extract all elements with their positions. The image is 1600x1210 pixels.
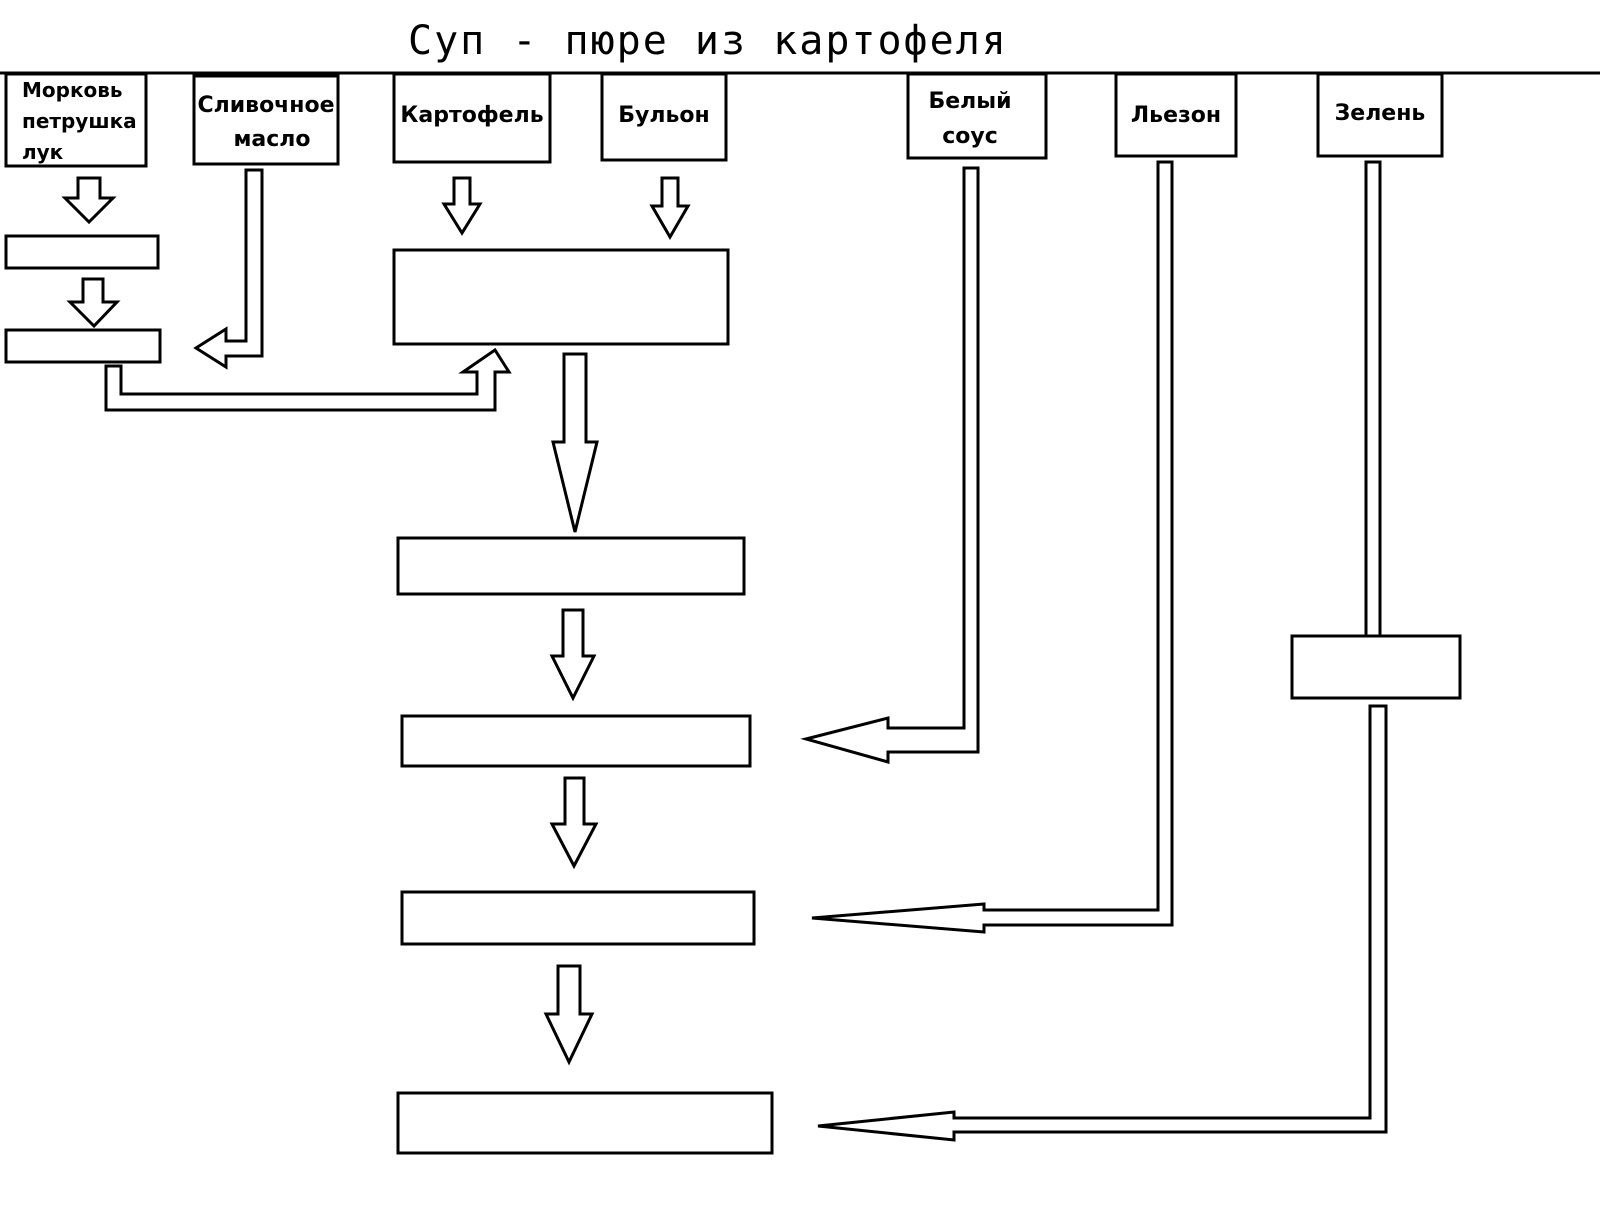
ingredient-box-potato — [392, 72, 552, 164]
ingredient-box-white-sauce — [906, 72, 1048, 160]
arrow-broth-down — [649, 176, 691, 240]
ingredient-label-broth: Бульон — [618, 103, 709, 128]
ingredient-label-butter-1: Сливочное — [197, 93, 334, 118]
ingredient-label-vegetables-2: петрушка — [22, 109, 137, 133]
ingredient-label-greens: Зелень — [1335, 101, 1426, 126]
arrow-butter-to-vegetables — [193, 168, 264, 370]
ingredient-label-vegetables-3: лук — [22, 140, 64, 164]
step-box-greens — [1290, 634, 1462, 700]
step-box-6 — [396, 1091, 774, 1155]
arrow-white-sauce — [800, 166, 980, 764]
ingredient-label-vegetables-1: Морковь — [22, 78, 123, 102]
arrow-liaison — [811, 160, 1174, 934]
arrow-cooking-down — [551, 352, 599, 533]
step-box-vegetables-1 — [4, 234, 160, 270]
ingredient-label-white-sauce-2: соус — [942, 124, 998, 149]
ingredient-label-potato: Картофель — [400, 103, 543, 128]
ingredient-box-greens — [1316, 72, 1444, 158]
step-box-cooking — [392, 248, 730, 346]
arrow-step3-down — [549, 608, 597, 702]
ingredient-label-butter-2: масло — [233, 127, 310, 152]
arrow-step4-down — [549, 776, 599, 870]
ingredient-label-liaison: Льезон — [1131, 103, 1221, 128]
diagram-title: Суп - пюре из картофеля — [408, 18, 1008, 64]
step-box-vegetables-2 — [4, 328, 162, 364]
arrow-potato-down — [441, 176, 483, 236]
ingredient-box-butter — [192, 74, 340, 166]
ingredient-box-vegetables — [4, 72, 148, 168]
arrow-vegetables-to-cooking — [104, 347, 512, 412]
arrow-step5-down — [543, 964, 595, 1066]
arrow-vegetables-down-1 — [61, 176, 117, 225]
arrow-greens-down — [1364, 160, 1382, 638]
step-box-5 — [400, 890, 756, 946]
arrow-vegetables-down-2 — [66, 277, 121, 329]
step-box-4 — [400, 714, 752, 768]
arrow-greens-to-final — [817, 704, 1388, 1142]
ingredient-label-white-sauce-1: Белый — [928, 89, 1011, 114]
step-box-3 — [396, 536, 746, 596]
ingredient-box-broth — [600, 72, 728, 162]
ingredient-box-liaison — [1114, 72, 1238, 158]
